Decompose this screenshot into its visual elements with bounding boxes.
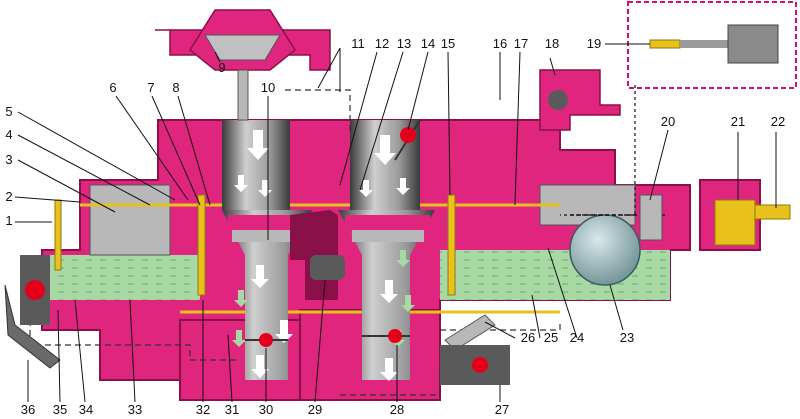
callout-16: 16 <box>493 36 507 51</box>
choke-valve <box>394 119 421 161</box>
callout-8: 8 <box>172 80 179 95</box>
callout-26: 26 <box>521 330 535 345</box>
callout-33: 33 <box>128 402 142 417</box>
throttle-linkage <box>4 255 61 369</box>
callout-7: 7 <box>147 80 154 95</box>
fuel-inlet <box>714 199 791 246</box>
callout-2: 2 <box>5 189 12 204</box>
callout-17: 17 <box>514 36 528 51</box>
callout-13: 13 <box>397 36 411 51</box>
float-chamber-left <box>50 184 200 300</box>
callout-12: 12 <box>375 36 389 51</box>
callout-14: 14 <box>421 36 435 51</box>
center-port <box>310 255 345 280</box>
callout-18: 18 <box>545 36 559 51</box>
callout-15: 15 <box>441 36 455 51</box>
callout-1: 1 <box>5 213 12 228</box>
inset-solenoid <box>627 1 797 89</box>
callout-4: 4 <box>5 127 12 142</box>
airflow-arrows <box>234 130 410 381</box>
callout-10: 10 <box>261 80 275 95</box>
callout-30: 30 <box>259 402 273 417</box>
callout-24: 24 <box>570 330 584 345</box>
idle-cutoff-valve <box>539 69 621 131</box>
emulsion-tubes <box>54 194 456 296</box>
callout-23: 23 <box>620 330 634 345</box>
callout-19: 19 <box>587 36 601 51</box>
callout-3: 3 <box>5 152 12 167</box>
throttle-valve-secondary <box>362 329 410 343</box>
callout-32: 32 <box>196 402 210 417</box>
callout-31: 31 <box>225 402 239 417</box>
leader-lines <box>14 43 777 403</box>
needle-valve <box>639 194 663 241</box>
idle-mixture-screw <box>440 314 510 385</box>
callout-22: 22 <box>771 114 785 129</box>
callout-29: 29 <box>308 402 322 417</box>
callout-25: 25 <box>544 330 558 345</box>
callout-9: 9 <box>218 60 225 75</box>
inset-pointer <box>560 85 636 216</box>
float <box>569 214 641 286</box>
diaphragm-actuator <box>155 9 331 121</box>
callout-28: 28 <box>390 402 404 417</box>
callout-11: 11 <box>351 36 365 51</box>
callout-35: 35 <box>53 402 67 417</box>
throttle-valve-primary <box>245 333 288 347</box>
callout-27: 27 <box>495 402 509 417</box>
callouts: 9 11 12 13 14 15 16 17 18 19 1 2 3 4 5 6… <box>5 36 785 417</box>
callout-34: 34 <box>79 402 93 417</box>
callout-20: 20 <box>661 114 675 129</box>
callout-5: 5 <box>5 104 12 119</box>
callout-6: 6 <box>109 80 116 95</box>
float-chamber-right <box>440 184 670 300</box>
callout-36: 36 <box>21 402 35 417</box>
callout-21: 21 <box>731 114 745 129</box>
